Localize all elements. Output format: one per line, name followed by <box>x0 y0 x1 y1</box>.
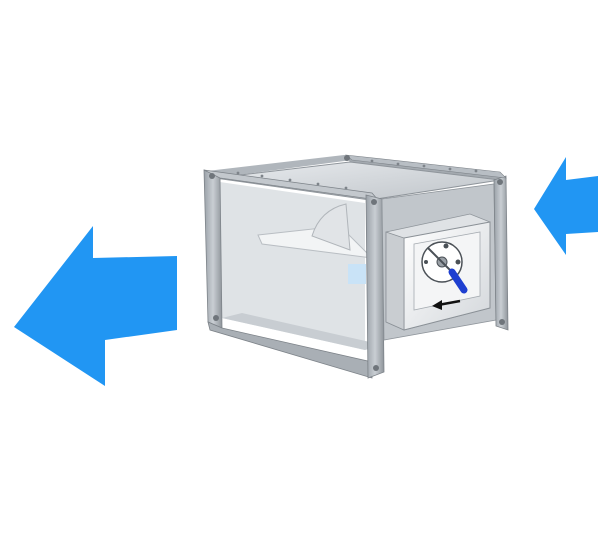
front-flange <box>365 194 385 379</box>
direction-arrow-icon <box>432 299 461 310</box>
airflow-in-arrow-icon <box>534 157 598 255</box>
rear-flange <box>493 175 509 331</box>
airflow-out-arrow-icon <box>14 226 177 386</box>
lever-knob-icon <box>448 268 468 294</box>
actuator-box <box>385 213 491 331</box>
left-flange <box>203 169 223 329</box>
